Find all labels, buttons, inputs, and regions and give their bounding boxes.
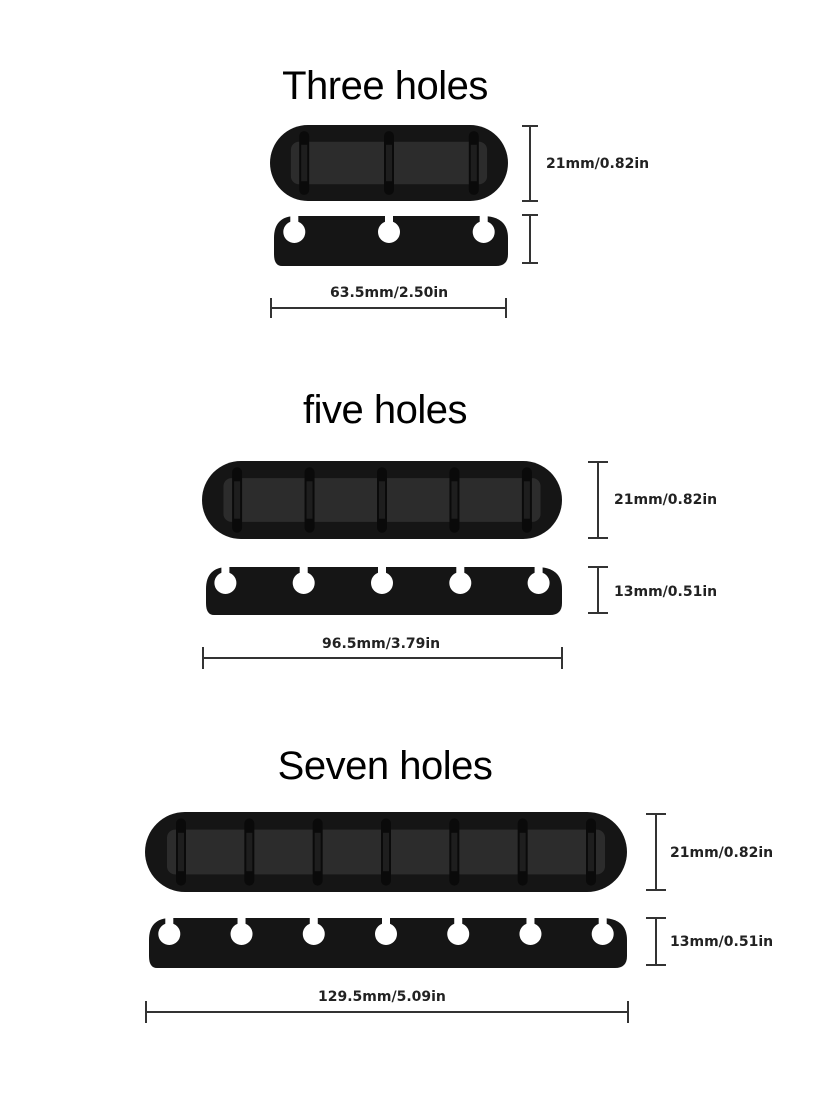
section-title-three-holes: Three holes xyxy=(282,64,488,108)
top-view-three-holes xyxy=(270,125,508,201)
top-view-seven-holes xyxy=(145,812,627,892)
width-label-three-holes: 63.5mm/2.50in xyxy=(330,285,449,301)
height-label-three-holes: 21mm/0.82in xyxy=(546,156,650,172)
hole-2 xyxy=(378,221,400,243)
hole-1 xyxy=(158,923,181,945)
hole-5 xyxy=(447,923,470,945)
hole-3 xyxy=(302,923,325,945)
hole-4 xyxy=(375,923,397,945)
side-view-seven-holes xyxy=(149,914,627,968)
hole-4 xyxy=(449,572,472,594)
hole-1 xyxy=(283,221,306,243)
top-view-five-holes xyxy=(202,461,562,539)
depth-label-five-holes: 13mm/0.51in xyxy=(614,584,718,600)
side-view-five-holes xyxy=(206,563,562,615)
hole-1 xyxy=(214,572,237,594)
side-view-three-holes xyxy=(274,212,508,266)
width-label-five-holes: 96.5mm/3.79in xyxy=(322,636,441,652)
width-label-seven-holes: 129.5mm/5.09in xyxy=(318,989,446,1005)
section-title-five-holes: five holes xyxy=(303,388,467,432)
hole-6 xyxy=(519,923,542,945)
hole-5 xyxy=(527,572,550,594)
hole-7 xyxy=(591,923,614,945)
height-label-five-holes: 21mm/0.82in xyxy=(614,492,718,508)
hole-3 xyxy=(472,221,495,243)
depth-label-seven-holes: 13mm/0.51in xyxy=(670,934,774,950)
height-label-seven-holes: 21mm/0.82in xyxy=(670,845,774,861)
hole-3 xyxy=(371,572,393,594)
section-title-seven-holes: Seven holes xyxy=(277,744,493,788)
hole-2 xyxy=(292,572,315,594)
hole-2 xyxy=(230,923,253,945)
